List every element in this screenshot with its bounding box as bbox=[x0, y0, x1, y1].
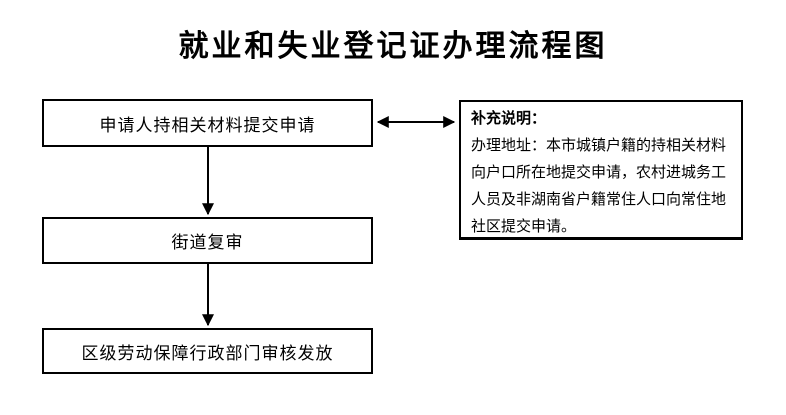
flow-step-district-issue-label: 区级劳动保障行政部门审核发放 bbox=[81, 343, 334, 363]
note-heading: 补充说明： bbox=[471, 110, 547, 127]
note-body: 办理地址：本市城镇户籍的持相关材料 向户口所在地提交申请，农村进城务工 人员及非… bbox=[471, 137, 727, 235]
flow-step-district-issue-box: 区级劳动保障行政部门审核发放 bbox=[42, 328, 373, 374]
flow-step-street-review-box: 街道复审 bbox=[42, 217, 373, 264]
flow-step-submit-application-label: 申请人持相关材料提交申请 bbox=[99, 115, 316, 135]
flow-step-street-review-label: 街道复审 bbox=[171, 233, 244, 252]
flow-step-submit-application-box: 申请人持相关材料提交申请 bbox=[42, 99, 373, 147]
page-title: 就业和失业登记证办理流程图 bbox=[178, 30, 608, 63]
note-box: 补充说明： 办理地址：本市城镇户籍的持相关材料 向户口所在地提交申请，农村进城务… bbox=[459, 100, 743, 240]
